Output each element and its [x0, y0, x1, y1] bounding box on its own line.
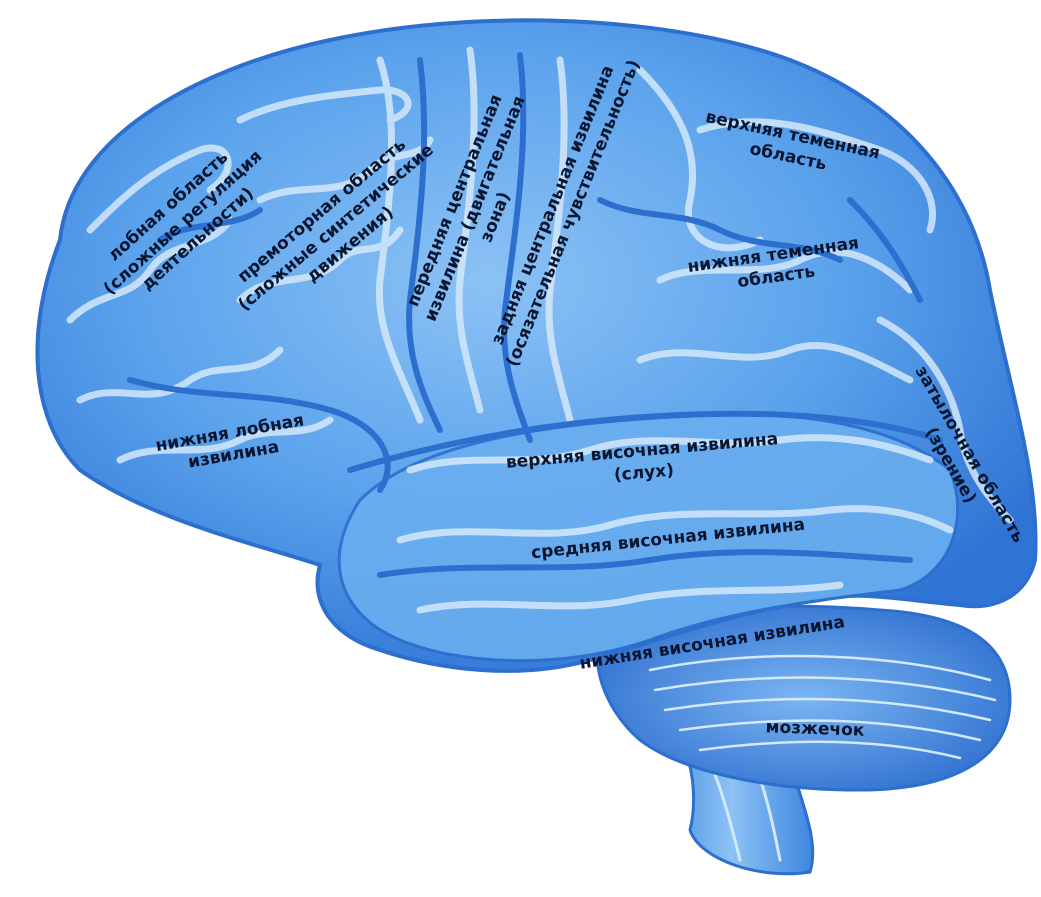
label-cerebellum-text: мозжечок — [765, 717, 865, 740]
label-cerebellum: мозжечок — [765, 717, 865, 740]
